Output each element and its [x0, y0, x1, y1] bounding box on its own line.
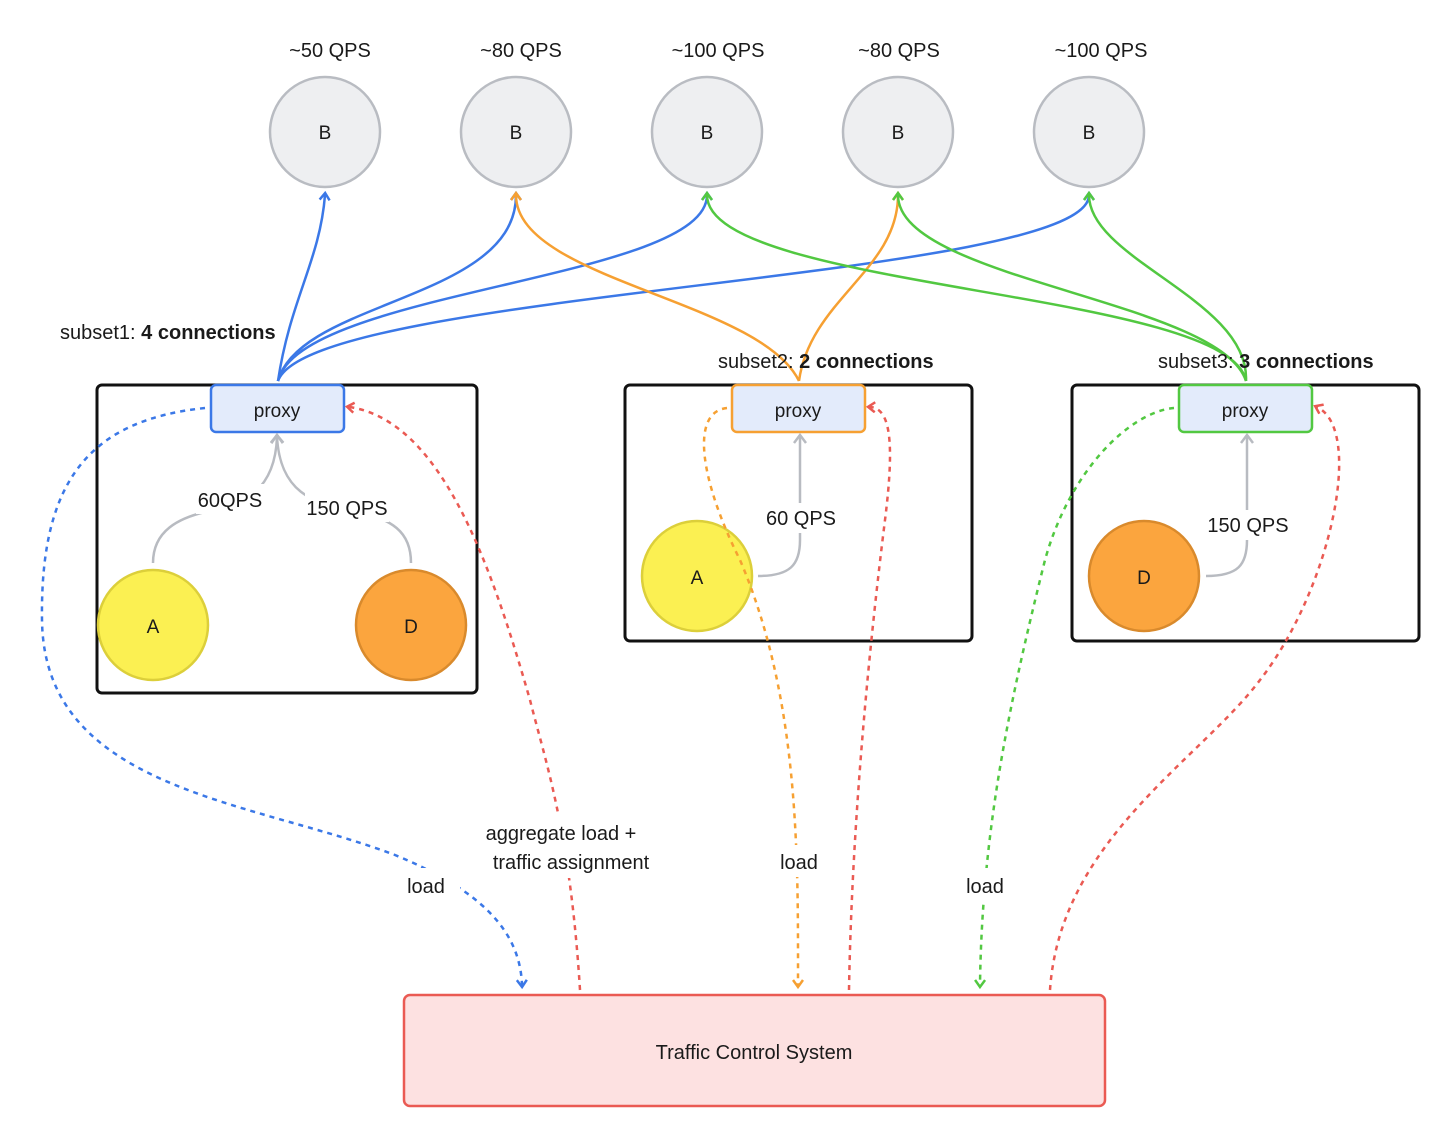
aggregate-label-line2: traffic assignment [493, 852, 650, 874]
label-mask [770, 845, 828, 877]
subset1-group: subset1: 4 connections proxy 60QPS 150 Q… [60, 322, 479, 695]
subset3-title: subset3: 3 connections [1158, 351, 1374, 373]
subset3-connection-b4 [1089, 195, 1248, 382]
subset3-client-d-node [1087, 519, 1201, 633]
subset3-title-prefix: subset3: [1158, 351, 1239, 373]
subset1-connection-b1 [276, 195, 516, 382]
subset2-title-connections: 2 connections [799, 351, 933, 373]
subset2-client-a-qps: 60 QPS [766, 508, 836, 530]
subset1-connection-b2 [276, 195, 707, 382]
subset2-client-a-node [640, 519, 754, 633]
backend-qps-label: ~80 QPS [858, 40, 940, 62]
subset2-client-a-arrow [757, 432, 807, 578]
subset3-title-connections: 3 connections [1239, 351, 1373, 373]
label-mask [305, 492, 389, 522]
backend-qps-label: ~100 QPS [672, 40, 765, 62]
subset3-connection-b3 [898, 195, 1248, 382]
traffic-control-box [402, 993, 1107, 1108]
backend-node-label: B [319, 123, 332, 144]
subset1-connection-b0 [276, 195, 325, 382]
backend-2: ~100 QPS B [650, 40, 765, 189]
subset3-client-d-arrow [1205, 432, 1254, 578]
backend-3: ~80 QPS B [841, 40, 955, 189]
subset2-client-a-label: A [691, 568, 704, 589]
backend-node [841, 75, 955, 189]
backend-node [459, 75, 573, 189]
subset1-client-d-label: D [404, 617, 418, 638]
subset3-connection-b2 [707, 195, 1248, 382]
subset2-title-prefix: subset2: [718, 351, 799, 373]
subset2-title: subset2: 2 connections [718, 351, 934, 373]
traffic-control-label: Traffic Control System [656, 1042, 853, 1064]
control-flow-subset3 [1048, 407, 1341, 991]
backend-qps-label: ~80 QPS [480, 40, 562, 62]
backend-node-label: B [1083, 123, 1096, 144]
backend-node-label: B [510, 123, 523, 144]
subset3-group: subset3: 3 connections proxy 150 QPS D [1070, 351, 1421, 643]
backend-qps-label: ~50 QPS [289, 40, 371, 62]
subset2-connection-b3 [797, 195, 898, 382]
backend-node-label: B [701, 123, 714, 144]
load-label-subset1: load [407, 876, 445, 898]
subset2-proxy-label: proxy [775, 401, 822, 422]
subset3-client-d-qps: 150 QPS [1207, 515, 1288, 537]
backend-node-label: B [892, 123, 905, 144]
subset2-connection-b1 [516, 195, 801, 382]
subset3-proxy-label: proxy [1222, 401, 1269, 422]
load-label-subset3: load [966, 876, 1004, 898]
label-mask [196, 484, 264, 514]
subset3-client-d-label: D [1137, 568, 1151, 589]
label-mask [955, 868, 1015, 902]
subset3-load-flow [980, 406, 1175, 985]
subset1-client-a-label: A [147, 617, 160, 638]
subset1-connection-b4 [276, 195, 1089, 382]
subset2-connections [516, 195, 898, 382]
subset2-proxy [730, 383, 867, 434]
subset1-title-prefix: subset1: [60, 322, 141, 344]
backend-node [1032, 75, 1146, 189]
load-label-subset2: load [780, 852, 818, 874]
control-flow-subset2 [847, 407, 892, 991]
subset2-group: subset2: 2 connections proxy 60 QPS A [623, 351, 974, 643]
subset1-proxy-label: proxy [254, 401, 301, 422]
label-mask [1205, 510, 1291, 540]
backend-qps-label: ~100 QPS [1055, 40, 1148, 62]
subset3-connections [707, 195, 1248, 382]
backend-0: ~50 QPS B [268, 40, 382, 189]
backend-1: ~80 QPS B [459, 40, 573, 189]
subset3-proxy [1177, 383, 1314, 434]
label-mask [480, 812, 664, 878]
subset1-proxy [209, 383, 346, 434]
subset1-connections [276, 195, 1089, 382]
label-mask [764, 503, 838, 533]
subset1-title: subset1: 4 connections [60, 322, 276, 344]
subset1-title-connections: 4 connections [141, 322, 275, 344]
backend-node [650, 75, 764, 189]
backend-node [268, 75, 382, 189]
subset1-client-d-node [354, 568, 468, 682]
subset1-client-a-node [96, 568, 210, 682]
label-mask [396, 868, 460, 902]
subset1-client-a-qps: 60QPS [198, 490, 262, 512]
subset1-load-flow [40, 406, 522, 985]
aggregate-label-line1: aggregate load + [486, 823, 637, 845]
backend-4: ~100 QPS B [1032, 40, 1148, 189]
traffic-control-system: Traffic Control System [402, 993, 1107, 1108]
subset2-load-flow [702, 406, 798, 985]
subset1-client-d-qps: 150 QPS [306, 498, 387, 520]
